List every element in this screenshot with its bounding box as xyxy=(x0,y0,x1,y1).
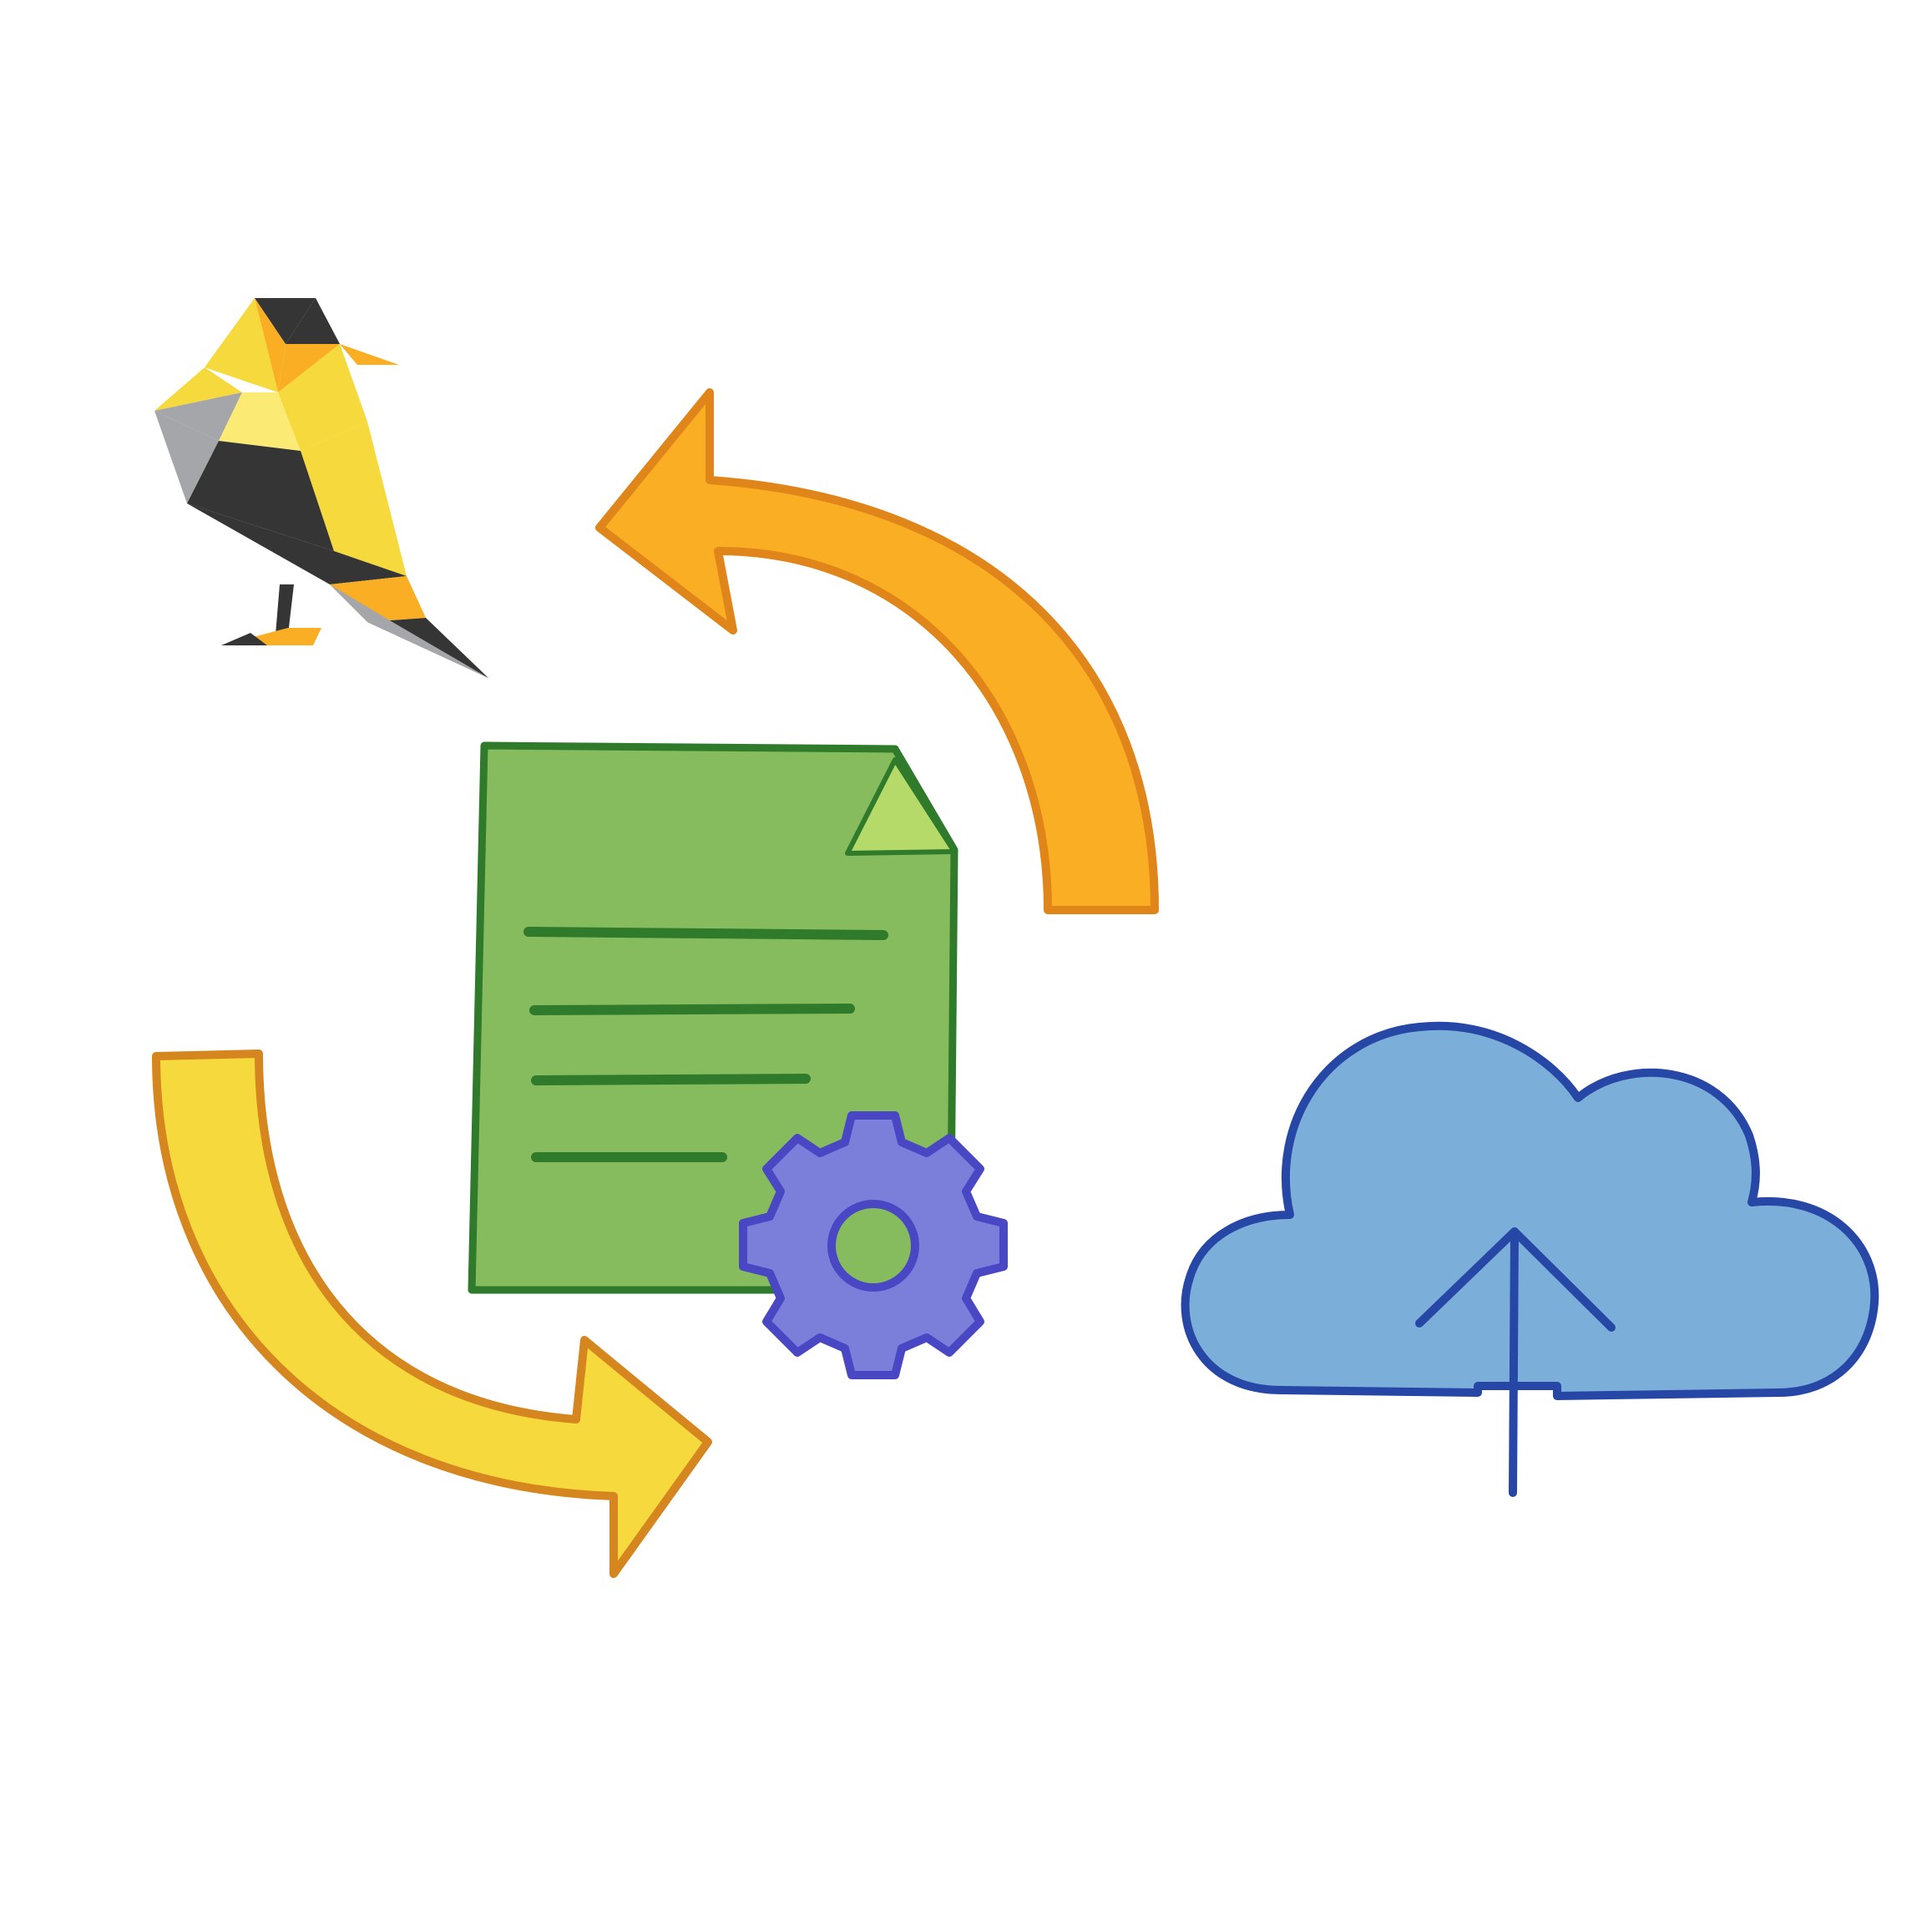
bird-foot-dark xyxy=(221,633,267,645)
document-line-1 xyxy=(523,927,888,940)
bird-beak xyxy=(340,344,399,365)
document-line-2 xyxy=(529,1004,855,1015)
arrow-top xyxy=(595,388,1159,914)
bird-body-dark xyxy=(187,503,407,584)
bird-wing-dark xyxy=(187,441,334,551)
document-fold xyxy=(845,757,957,856)
upload-arrow-shaft xyxy=(1509,1227,1519,1497)
arrow-left-shape xyxy=(152,1049,712,1578)
gear-hole xyxy=(827,1200,919,1292)
cloud-shape xyxy=(1181,1021,1879,1400)
upload-arrow-head xyxy=(1415,1227,1616,1332)
cloud-upload-icon xyxy=(1181,1021,1879,1497)
bird-belly-yellow xyxy=(301,422,407,576)
bird-leg xyxy=(276,584,294,635)
bird-face-orange xyxy=(255,298,286,392)
gear-icon xyxy=(739,1111,1008,1379)
bird-head-dark xyxy=(255,298,316,344)
arrow-top-shape xyxy=(595,388,1159,914)
bird-wing-gray-2 xyxy=(154,411,219,503)
bird-tail-orange xyxy=(330,576,426,622)
bird-chest-light xyxy=(219,392,301,451)
bird-breast-yellow xyxy=(278,344,367,451)
document-line-3 xyxy=(531,1074,811,1085)
bird-head-dark-2 xyxy=(286,298,340,344)
bird-back-yellow xyxy=(154,367,242,411)
bird-wing-gray xyxy=(154,392,242,441)
origami-bird-icon xyxy=(154,298,488,678)
bird-crown-yellow xyxy=(205,298,278,392)
arrow-left xyxy=(152,1049,712,1578)
